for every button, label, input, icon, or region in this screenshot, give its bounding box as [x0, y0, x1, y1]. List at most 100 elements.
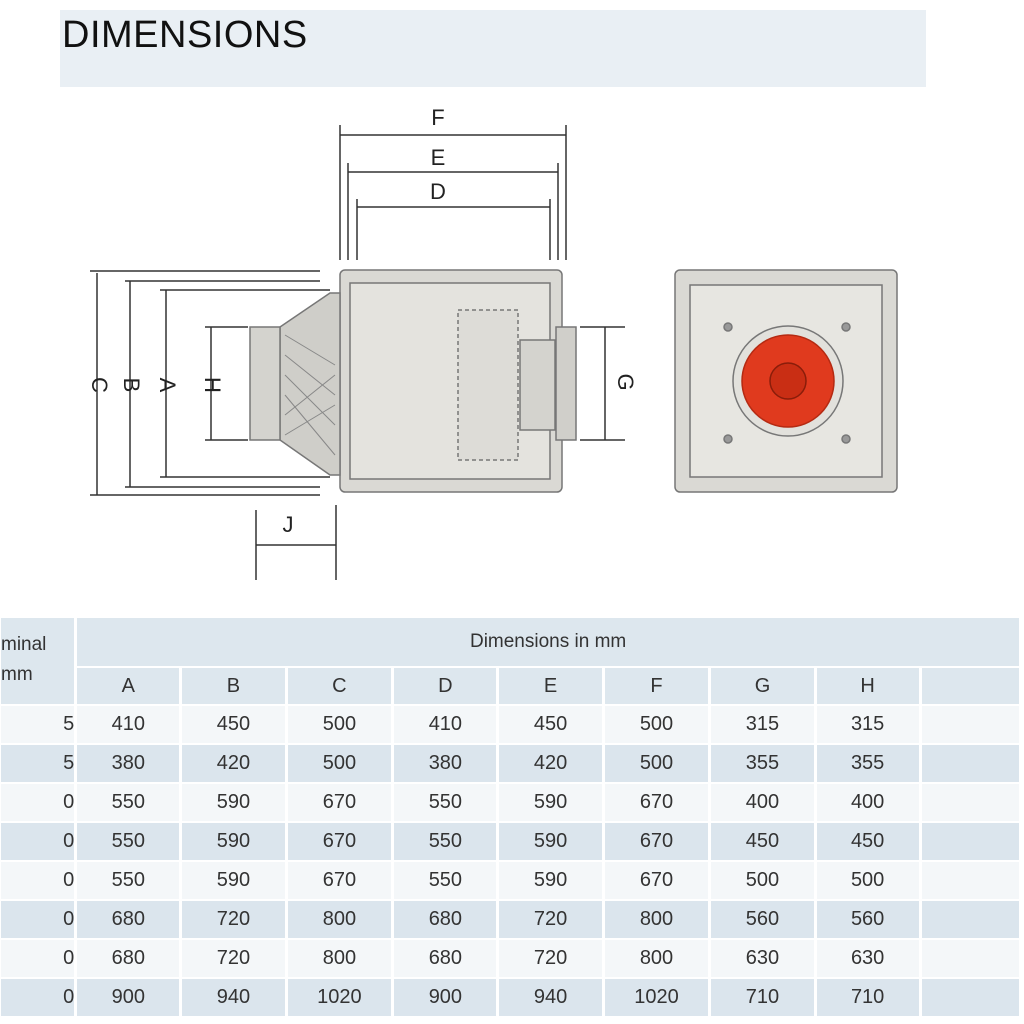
nominal-size-cell: 0: [1, 979, 75, 1016]
dimension-cell: 560: [711, 901, 814, 938]
top-dimension-lines: [90, 125, 625, 580]
dimension-cell: 550: [394, 784, 497, 821]
dimension-cell: 680: [394, 901, 497, 938]
dimension-cell: 420: [499, 745, 602, 782]
label-F: F: [431, 105, 444, 130]
column-header-H: H: [816, 668, 919, 704]
dimension-cell: 940: [182, 979, 285, 1016]
column-header-D: D: [394, 668, 497, 704]
dimension-cell: 630: [816, 940, 919, 977]
label-D: D: [430, 179, 446, 204]
side-view-housing: [249, 269, 577, 493]
dimension-cell: 720: [182, 940, 285, 977]
dimension-cell: 450: [499, 706, 602, 743]
dimension-cell: 380: [394, 745, 497, 782]
dimension-cell: 450: [816, 823, 919, 860]
dimension-cell: 710: [711, 979, 814, 1016]
dimension-cell: 670: [604, 862, 709, 899]
dimension-cell: 900: [77, 979, 180, 1016]
dimension-cell: 720: [499, 901, 602, 938]
cut-cell: [921, 862, 1019, 899]
dimension-cell: 410: [394, 706, 497, 743]
dimension-cell: 800: [604, 901, 709, 938]
nominal-size-cell: 5: [1, 745, 75, 782]
cut-cell: [921, 784, 1019, 821]
dimension-cell: 670: [287, 823, 392, 860]
nominal-size-cell: 0: [1, 901, 75, 938]
dimension-cell: 590: [182, 784, 285, 821]
dimension-cell: 940: [499, 979, 602, 1016]
dimension-cell: 355: [711, 745, 814, 782]
dimension-cell: 720: [182, 901, 285, 938]
dimension-diagram: F E D C B A H G J: [87, 105, 898, 580]
dimension-cell: 680: [394, 940, 497, 977]
column-header-F: F: [604, 668, 709, 704]
dimension-cell: 720: [499, 940, 602, 977]
dimension-cell: 315: [816, 706, 919, 743]
cut-cell: [921, 940, 1019, 977]
column-header-E: E: [499, 668, 602, 704]
dimension-cell: 450: [711, 823, 814, 860]
cut-cell: [921, 979, 1019, 1016]
dimension-cell: 670: [287, 784, 392, 821]
dimension-cell: 1020: [604, 979, 709, 1016]
dimension-cell: 550: [77, 784, 180, 821]
cut-cell: [921, 745, 1019, 782]
dimensions-group-header: Dimensions in mm: [77, 618, 1019, 666]
column-header-A: A: [77, 668, 180, 704]
dimension-cell: 550: [77, 862, 180, 899]
label-A: A: [155, 378, 180, 393]
dimension-cell: 710: [816, 979, 919, 1016]
front-view-housing: [674, 269, 898, 493]
column-header-C: C: [287, 668, 392, 704]
dimension-cell: 450: [182, 706, 285, 743]
dimension-cell: 550: [394, 823, 497, 860]
dimension-cell: 500: [287, 745, 392, 782]
dimension-cell: 550: [77, 823, 180, 860]
label-H: H: [200, 377, 225, 393]
dimension-cell: 380: [77, 745, 180, 782]
dimension-cell: 590: [499, 823, 602, 860]
dimension-cell: 590: [182, 823, 285, 860]
dimension-cell: 420: [182, 745, 285, 782]
nominal-size-cell: 5: [1, 706, 75, 743]
column-header-cut: [921, 668, 1019, 704]
dimension-cell: 590: [182, 862, 285, 899]
dimension-cell: 680: [77, 940, 180, 977]
dimension-cell: 590: [499, 784, 602, 821]
label-J: J: [283, 512, 294, 537]
dimension-cell: 315: [711, 706, 814, 743]
cut-cell: [921, 823, 1019, 860]
dimension-cell: 800: [604, 940, 709, 977]
dimension-cell: 550: [394, 862, 497, 899]
dimension-cell: 670: [604, 823, 709, 860]
dimension-cell: 400: [711, 784, 814, 821]
dimension-cell: 355: [816, 745, 919, 782]
cut-cell: [921, 706, 1019, 743]
label-C: C: [87, 377, 112, 393]
dimension-cell: 680: [77, 901, 180, 938]
dimension-cell: 1020: [287, 979, 392, 1016]
nominal-size-cell: 0: [1, 784, 75, 821]
dimension-cell: 500: [604, 706, 709, 743]
dimension-cell: 410: [77, 706, 180, 743]
dimension-cell: 400: [816, 784, 919, 821]
cut-cell: [921, 901, 1019, 938]
label-B: B: [119, 378, 144, 393]
dimension-cell: 800: [287, 901, 392, 938]
nominal-size-cell: 0: [1, 823, 75, 860]
dimension-cell: 900: [394, 979, 497, 1016]
dimension-cell: 500: [604, 745, 709, 782]
page-title: DIMENSIONS: [62, 14, 308, 56]
dimension-cell: 590: [499, 862, 602, 899]
dimension-cell: 630: [711, 940, 814, 977]
